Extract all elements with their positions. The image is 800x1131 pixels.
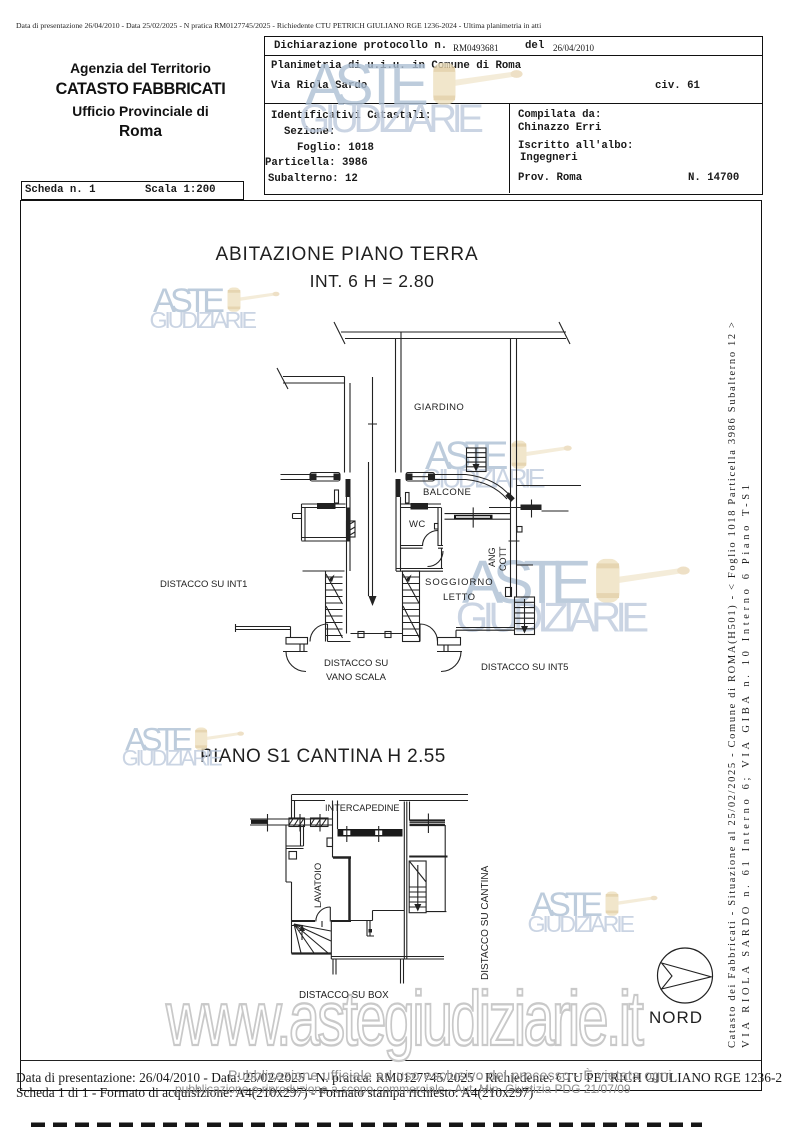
svg-text:www.astegiudiziarie.it: www.astegiudiziarie.it — [165, 976, 644, 1062]
svg-text:Catasto dei Fabbricati - Situa: Catasto dei Fabbricati - Situazione al 2… — [727, 322, 738, 1048]
svg-text:VIA RIOLA SARDO n. 61 Interno: VIA RIOLA SARDO n. 61 Interno 6; VIA GIB… — [741, 485, 752, 1048]
